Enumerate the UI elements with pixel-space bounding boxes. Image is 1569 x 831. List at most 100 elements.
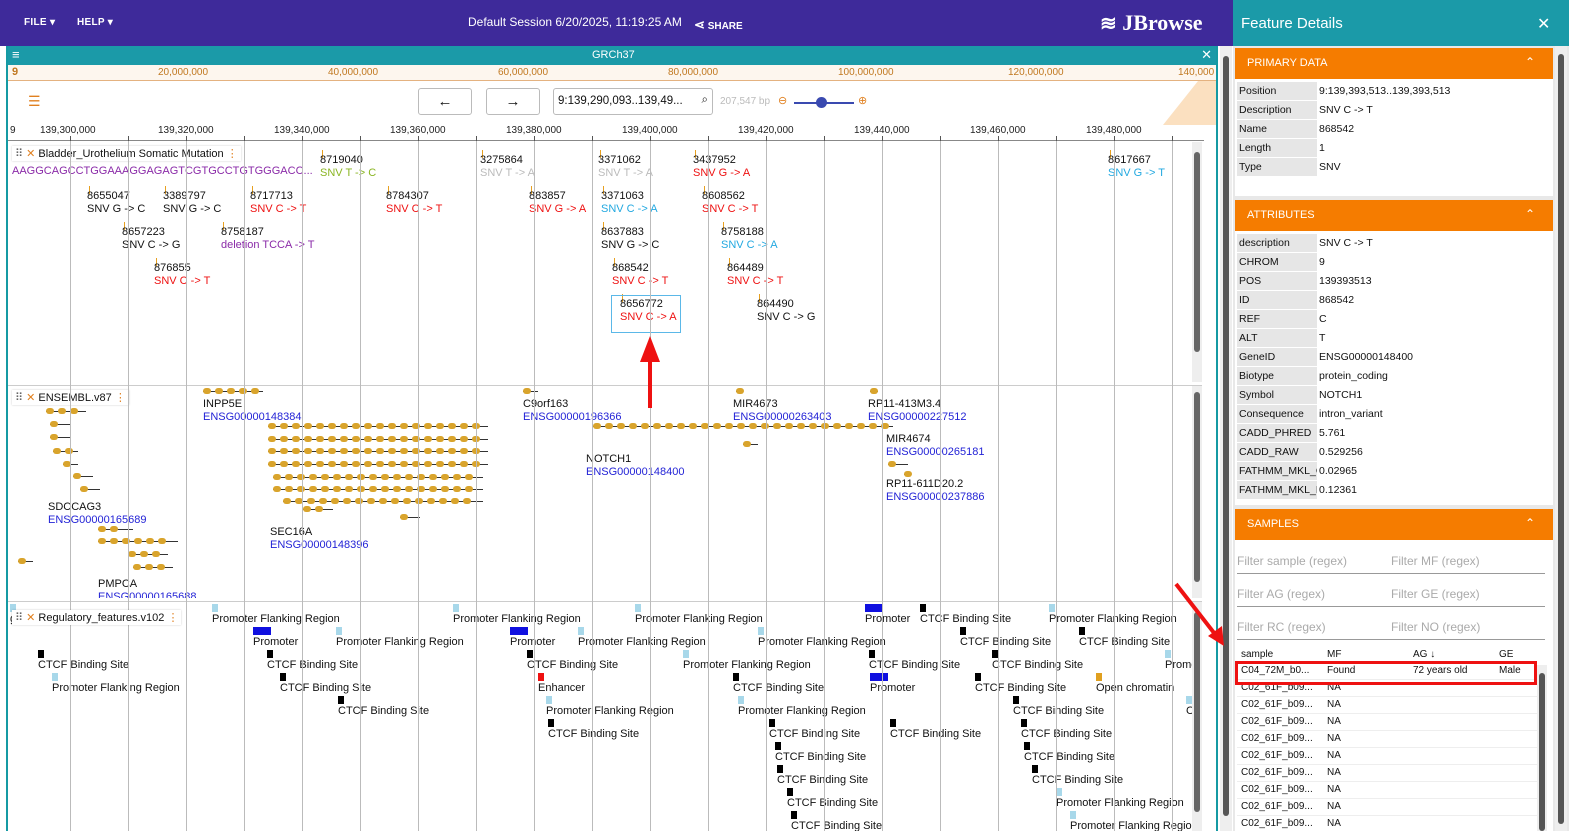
- regulatory-glyph[interactable]: [890, 719, 896, 727]
- zoom-out-icon[interactable]: ⊖: [778, 95, 788, 107]
- mutation-id[interactable]: 8758187: [221, 226, 264, 238]
- exon-glyph[interactable]: [328, 423, 336, 429]
- gene-symbol[interactable]: C9orf163: [523, 398, 569, 410]
- exon-glyph[interactable]: [316, 461, 324, 467]
- exon-glyph[interactable]: [65, 448, 73, 454]
- gene-symbol[interactable]: SDCCAG3: [48, 501, 102, 513]
- track-menu-icon[interactable]: ⋮: [167, 612, 179, 624]
- exon-glyph[interactable]: [315, 506, 323, 512]
- mutation-description[interactable]: SNV T -> A: [598, 167, 653, 179]
- exon-glyph[interactable]: [415, 498, 423, 504]
- exon-glyph[interactable]: [460, 448, 468, 454]
- gene-id[interactable]: ENSG00000263403: [733, 411, 832, 423]
- exon-glyph[interactable]: [364, 461, 372, 467]
- exon-glyph[interactable]: [376, 423, 384, 429]
- exon-glyph[interactable]: [376, 461, 384, 467]
- regulatory-label[interactable]: CTCF Binding Site: [791, 820, 883, 831]
- exon-glyph[interactable]: [743, 441, 751, 447]
- exon-glyph[interactable]: [292, 448, 300, 454]
- exon-glyph[interactable]: [319, 498, 327, 504]
- exon-glyph[interactable]: [405, 486, 413, 492]
- exon-glyph[interactable]: [785, 423, 793, 429]
- mutation-description[interactable]: SNV T -> A: [480, 167, 535, 179]
- regulatory-label[interactable]: CTCF Binding Site: [1021, 728, 1113, 740]
- exon-glyph[interactable]: [50, 421, 58, 427]
- exon-glyph[interactable]: [285, 474, 293, 480]
- exon-glyph[interactable]: [417, 486, 425, 492]
- exon-glyph[interactable]: [453, 486, 461, 492]
- exon-glyph[interactable]: [357, 474, 365, 480]
- exon-glyph[interactable]: [303, 506, 311, 512]
- gene-id[interactable]: ENSG00000165689: [48, 514, 147, 526]
- regulatory-label[interactable]: CTCF Binding Site: [777, 774, 869, 786]
- exon-glyph[interactable]: [424, 448, 432, 454]
- regulatory-label[interactable]: CTCF Binding Site: [775, 751, 867, 763]
- regulatory-glyph[interactable]: [280, 673, 286, 681]
- exon-glyph[interactable]: [388, 448, 396, 454]
- exon-glyph[interactable]: [328, 436, 336, 442]
- exon-glyph[interactable]: [424, 423, 432, 429]
- exon-glyph[interactable]: [364, 448, 372, 454]
- regulatory-label[interactable]: CTCF Binding Site: [992, 659, 1084, 671]
- filter-ag-input[interactable]: Filter AG (regex): [1237, 587, 1326, 601]
- mutation-description[interactable]: SNV G -> T: [1108, 167, 1165, 179]
- exon-glyph[interactable]: [340, 436, 348, 442]
- mutation-description[interactable]: SNV T -> C: [320, 167, 377, 179]
- exon-glyph[interactable]: [134, 538, 142, 544]
- table-row[interactable]: C02_61F_b09...NA: [1237, 798, 1537, 816]
- collapse-icon[interactable]: ⌃: [1524, 55, 1535, 69]
- gene-id[interactable]: ENSG00000165688: [98, 591, 197, 598]
- exon-glyph[interactable]: [376, 448, 384, 454]
- exon-glyph[interactable]: [441, 474, 449, 480]
- mutation-description[interactable]: SNV G -> A: [529, 203, 587, 215]
- regulatory-glyph[interactable]: [992, 650, 998, 658]
- exon-glyph[interactable]: [460, 461, 468, 467]
- exon-glyph[interactable]: [400, 423, 408, 429]
- regulatory-glyph[interactable]: [1049, 604, 1055, 612]
- mutation-description[interactable]: SNV C -> T: [612, 275, 669, 287]
- regulatory-label[interactable]: Promoter: [253, 636, 299, 648]
- exon-glyph[interactable]: [833, 423, 841, 429]
- exon-glyph[interactable]: [821, 423, 829, 429]
- exon-glyph[interactable]: [268, 448, 276, 454]
- regulatory-glyph[interactable]: [578, 627, 584, 635]
- exon-glyph[interactable]: [379, 498, 387, 504]
- exon-glyph[interactable]: [412, 448, 420, 454]
- exon-glyph[interactable]: [665, 423, 673, 429]
- share-button[interactable]: ⋖ SHARE: [694, 17, 743, 32]
- regulatory-glyph[interactable]: [777, 765, 783, 773]
- column-header-mf[interactable]: MF: [1323, 647, 1409, 663]
- exon-glyph[interactable]: [297, 486, 305, 492]
- track-label[interactable]: ⠿ ✕ Regulatory_features.v102 ⋮: [12, 610, 182, 625]
- close-track-icon[interactable]: ✕: [26, 612, 36, 624]
- mutation-id[interactable]: 8719040: [320, 154, 363, 166]
- regulatory-label[interactable]: CTCF Binding Site: [338, 705, 430, 717]
- exon-glyph[interactable]: [369, 474, 377, 480]
- location-input[interactable]: 9:139,290,093..139,49...⌕: [553, 88, 713, 115]
- exon-glyph[interactable]: [146, 538, 154, 544]
- exon-glyph[interactable]: [448, 461, 456, 467]
- exon-glyph[interactable]: [463, 498, 471, 504]
- exon-glyph[interactable]: [292, 423, 300, 429]
- exon-glyph[interactable]: [227, 388, 235, 394]
- exon-glyph[interactable]: [641, 423, 649, 429]
- regulatory-glyph[interactable]: [870, 673, 888, 681]
- exon-glyph[interactable]: [357, 486, 365, 492]
- samples-header[interactable]: SAMPLES⌃: [1235, 509, 1553, 540]
- exon-glyph[interactable]: [773, 423, 781, 429]
- mutation-description[interactable]: SNV C -> A: [721, 239, 778, 251]
- mutation-description[interactable]: SNV C -> T: [727, 275, 784, 287]
- exon-glyph[interactable]: [340, 461, 348, 467]
- exon-glyph[interactable]: [367, 498, 375, 504]
- exon-glyph[interactable]: [400, 448, 408, 454]
- drag-handle-icon[interactable]: ⠿: [15, 392, 24, 404]
- regulatory-label[interactable]: CTCF Binding Site: [1013, 705, 1105, 717]
- drag-handle-icon[interactable]: ⠿: [15, 148, 24, 160]
- exon-glyph[interactable]: [292, 436, 300, 442]
- exon-glyph[interactable]: [46, 408, 54, 414]
- exon-glyph[interactable]: [412, 461, 420, 467]
- regulatory-label[interactable]: Promoter Flanking Region: [635, 613, 763, 625]
- exon-glyph[interactable]: [328, 461, 336, 467]
- regulatory-label[interactable]: CTCF Binding Site: [1024, 751, 1116, 763]
